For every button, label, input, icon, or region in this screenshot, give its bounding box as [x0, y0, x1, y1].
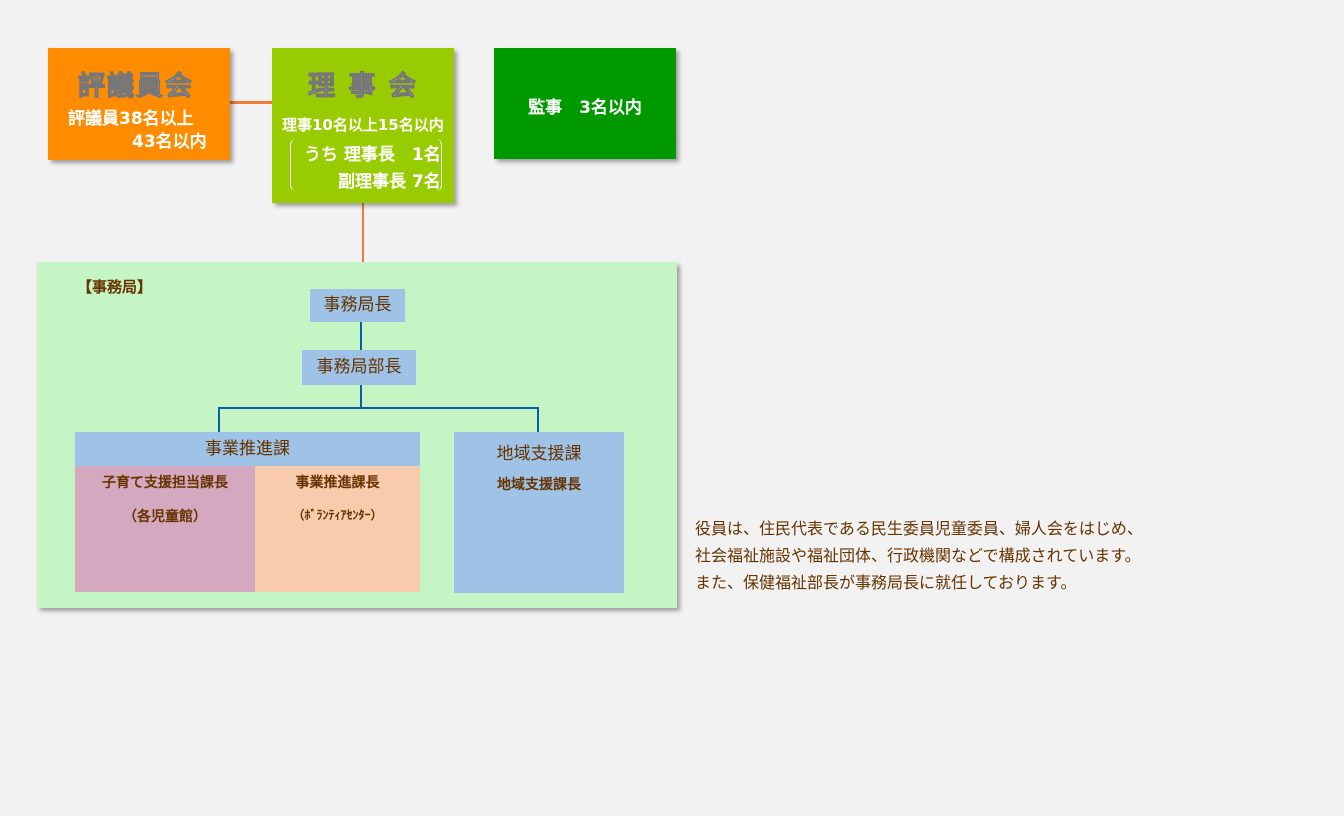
description: 役員は、住民代表である民生委員児童委員、婦人会をはじめ、 社会福祉施設や福祉団体…	[695, 515, 1143, 596]
line-director-manager	[360, 322, 362, 350]
connector-council-board	[230, 101, 272, 104]
description-line: また、保健福祉部長が事務局長に就任しております。	[695, 573, 1077, 592]
secretariat-label: 【事務局】	[77, 278, 153, 296]
dept1-sub1-note: （各児童館）	[123, 509, 207, 525]
auditor-title: 監事 3名以内	[528, 98, 642, 118]
dept1-sub1: 子育て支援担当課長	[102, 475, 228, 491]
board-line3: 副理事長 7名	[338, 172, 441, 192]
board-bracket	[290, 139, 442, 191]
board-line1: 理事10名以上15名以内	[282, 116, 444, 134]
dept1-sub1-box: 子育て支援担当課長 （各児童館）	[75, 466, 255, 592]
dept1-sub2-note: （ﾎﾞﾗﾝﾃｨｱｾﾝﾀｰ）	[292, 508, 383, 522]
description-line: 社会福祉施設や福祉団体、行政機関などで構成されています。	[695, 546, 1141, 565]
director-box: 事務局長	[310, 289, 405, 322]
line-branch-left	[218, 407, 220, 432]
dept1-sub2-box: 事業推進課長 （ﾎﾞﾗﾝﾃｨｱｾﾝﾀｰ）	[255, 466, 420, 592]
council-title: 評議員会	[78, 71, 194, 103]
auditor-box: 監事 3名以内	[494, 48, 676, 159]
line-branch-right	[537, 407, 539, 432]
council-line1: 評議員38名以上	[68, 109, 194, 129]
board-box: 理 事 会 理事10名以上15名以内 うち 理事長 1名 副理事長 7名	[272, 48, 454, 203]
board-line2: うち 理事長 1名	[304, 145, 441, 165]
dept2-box: 地域支援課 地域支援課長	[454, 432, 624, 593]
dept2-name: 地域支援課	[496, 444, 582, 464]
dept1-header: 事業推進課	[75, 432, 420, 466]
board-title: 理 事 会	[308, 71, 418, 103]
dept1-sub2: 事業推進課長	[295, 475, 380, 491]
council-line2: 43名以内	[132, 132, 207, 152]
description-line: 役員は、住民代表である民生委員児童委員、婦人会をはじめ、	[695, 519, 1143, 538]
line-manager-branch	[360, 385, 362, 408]
line-branch-horizontal	[218, 407, 539, 409]
council-box: 評議員会 評議員38名以上 43名以内	[48, 48, 230, 160]
manager-box: 事務局部長	[302, 350, 416, 385]
connector-board-secretariat	[362, 203, 364, 263]
dept2-head: 地域支援課長	[497, 477, 581, 493]
